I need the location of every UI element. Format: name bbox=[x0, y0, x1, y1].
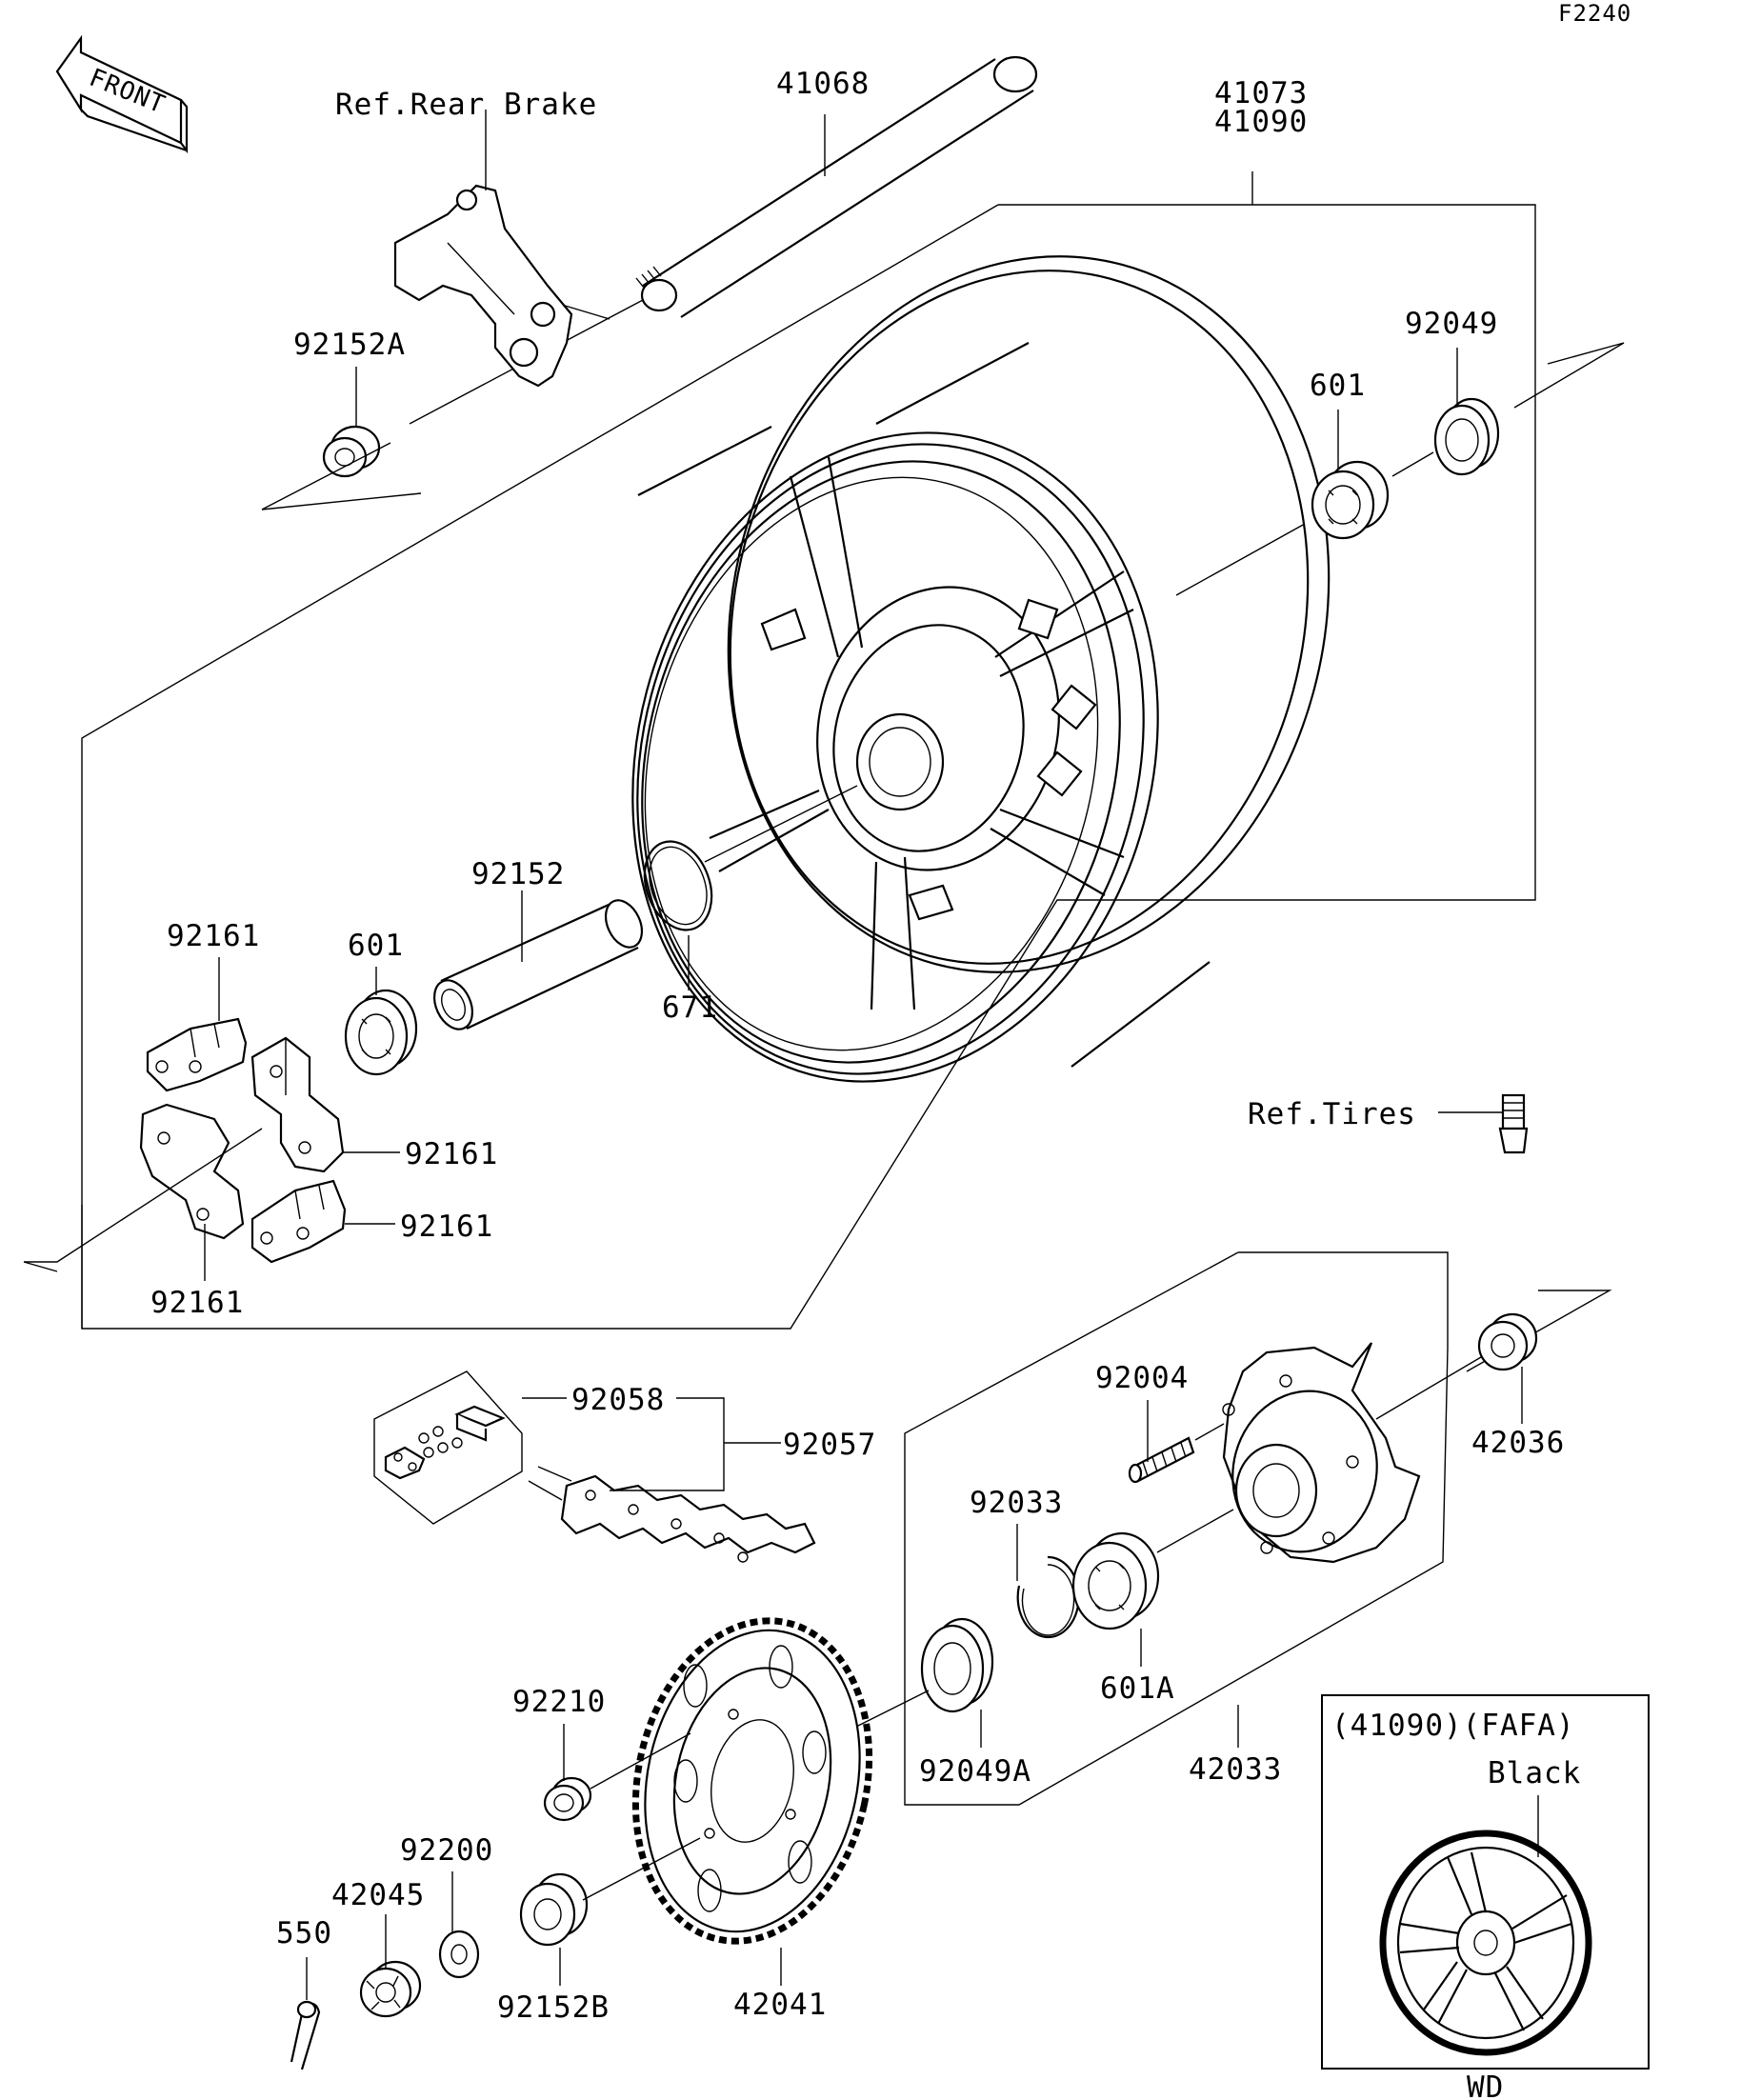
cotter-pin-550 bbox=[290, 2000, 321, 2070]
hub-damper-92161-b bbox=[250, 1036, 345, 1173]
label-41073: 41073 bbox=[1214, 76, 1308, 110]
upper-group-outline bbox=[81, 204, 1536, 1330]
label-92161-b: 92161 bbox=[405, 1137, 498, 1171]
hub-damper-92161-c bbox=[139, 1103, 245, 1240]
inset-color-label: Black bbox=[1488, 1756, 1581, 1790]
label-92161-d: 92161 bbox=[150, 1286, 244, 1320]
label-92058: 92058 bbox=[571, 1383, 665, 1417]
tire-valve bbox=[1498, 1093, 1529, 1154]
label-92152A: 92152A bbox=[293, 328, 406, 362]
label-92004: 92004 bbox=[1095, 1361, 1189, 1395]
label-ref-tires: Ref.Tires bbox=[1248, 1097, 1416, 1131]
castle-nut-42045 bbox=[359, 1960, 422, 2018]
label-601-top: 601 bbox=[1310, 369, 1366, 403]
sprocket-42041 bbox=[631, 1617, 873, 1945]
oil-seal-92049A bbox=[920, 1617, 994, 1713]
inset-color-variant: (41090)(FAFA) Black WD bbox=[1321, 1694, 1650, 2100]
inset-wheel-icon bbox=[1379, 1830, 1592, 2056]
label-42033: 42033 bbox=[1189, 1752, 1282, 1787]
axle-41068 bbox=[635, 55, 1038, 318]
rear-brake-bracket bbox=[393, 184, 573, 388]
nut-92210 bbox=[543, 1776, 592, 1822]
label-42036: 42036 bbox=[1471, 1426, 1565, 1460]
label-42045: 42045 bbox=[331, 1878, 425, 1912]
label-41068: 41068 bbox=[776, 67, 870, 101]
figure-code: F2240 bbox=[1558, 0, 1631, 27]
label-42041: 42041 bbox=[733, 1988, 827, 2022]
label-671: 671 bbox=[662, 990, 718, 1025]
collar-92152A bbox=[322, 425, 381, 478]
rear-wheel-rim bbox=[631, 255, 1331, 1083]
label-92161-c: 92161 bbox=[400, 1210, 493, 1244]
label-92049: 92049 bbox=[1405, 307, 1498, 341]
label-92033: 92033 bbox=[970, 1486, 1063, 1520]
hub-damper-92161-a bbox=[146, 1017, 248, 1092]
label-550: 550 bbox=[276, 1916, 332, 1950]
sprocket-hub-42033 bbox=[1222, 1342, 1421, 1564]
hub-damper-92161-d bbox=[250, 1179, 347, 1264]
lower-group-outline bbox=[904, 1251, 1449, 1806]
label-601A: 601A bbox=[1100, 1671, 1175, 1706]
label-92152: 92152 bbox=[471, 857, 565, 891]
label-92200: 92200 bbox=[400, 1833, 493, 1868]
drive-chain-92057 bbox=[528, 1466, 816, 1563]
stud-92004 bbox=[1128, 1436, 1195, 1484]
label-92057: 92057 bbox=[783, 1428, 876, 1462]
label-92210: 92210 bbox=[512, 1685, 606, 1719]
circlip-92033 bbox=[1016, 1555, 1080, 1639]
inset-title: (41090)(FAFA) bbox=[1331, 1709, 1575, 1743]
label-92049A: 92049A bbox=[919, 1754, 1031, 1789]
master-link-92058 bbox=[373, 1370, 523, 1525]
oil-seal-92049 bbox=[1433, 397, 1500, 476]
front-arrow-icon: FRONT bbox=[55, 34, 189, 154]
bearing-601-left bbox=[344, 989, 418, 1076]
collar-42036 bbox=[1477, 1312, 1538, 1371]
o-ring-671 bbox=[643, 840, 713, 931]
bearing-601A bbox=[1071, 1531, 1160, 1630]
label-ref-rear-brake: Ref.Rear Brake bbox=[335, 88, 597, 122]
collar-92152B bbox=[519, 1872, 589, 1947]
label-92152B: 92152B bbox=[497, 1990, 610, 2025]
collar-92152 bbox=[432, 898, 644, 1030]
washer-92200 bbox=[438, 1930, 480, 1979]
label-92161-a: 92161 bbox=[167, 919, 260, 953]
inset-code: WD bbox=[1467, 2070, 1504, 2100]
label-601-left: 601 bbox=[348, 929, 404, 963]
label-41090: 41090 bbox=[1214, 105, 1308, 139]
bearing-601-top bbox=[1311, 460, 1390, 540]
